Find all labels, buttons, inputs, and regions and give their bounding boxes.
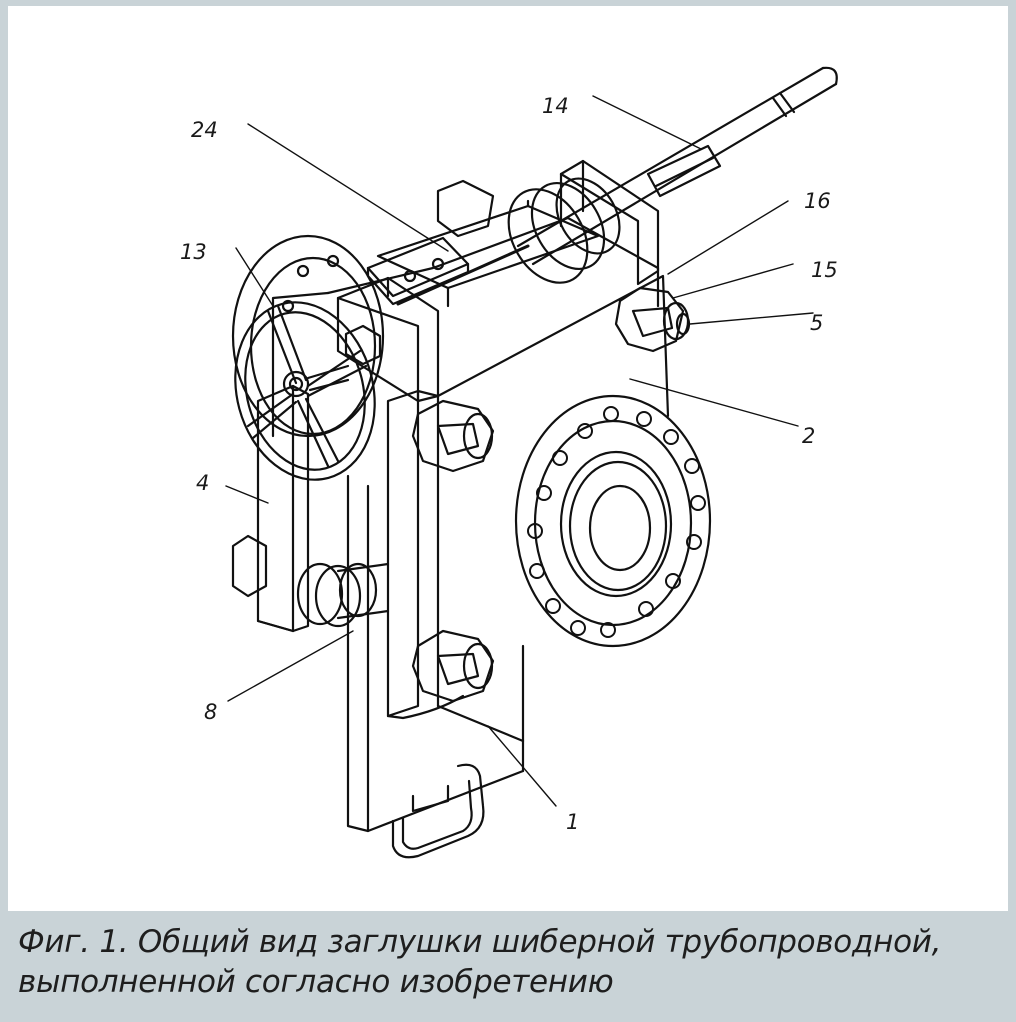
gate-plate-1	[346, 474, 525, 859]
leader-lines	[225, 95, 814, 807]
label-24: 24	[191, 118, 218, 142]
nut-lower-left	[411, 629, 495, 703]
front-flange	[514, 394, 712, 648]
label-16: 16	[804, 189, 831, 213]
handwheel-13	[234, 301, 376, 481]
support-post-4	[231, 384, 310, 633]
callout-labels: 24 14 16 13 15 5 2 4 8 1	[180, 94, 838, 834]
figure-caption: Фиг. 1. Общий вид заглушки шиберной труб…	[18, 922, 1008, 1002]
cover-plate-24	[366, 236, 530, 306]
label-2: 2	[802, 424, 815, 448]
lower-shaft-8	[296, 562, 390, 628]
label-8: 8	[204, 700, 217, 724]
label-5: 5	[810, 311, 823, 335]
label-13: 13	[180, 240, 207, 264]
caption-line-1: Фиг. 1. Общий вид заглушки шиберной труб…	[18, 924, 942, 960]
drive-housing	[376, 66, 838, 308]
nut-upper-right-15	[614, 286, 691, 353]
label-14: 14	[542, 94, 569, 118]
flange-bolt-holes	[527, 406, 706, 638]
label-15: 15	[811, 258, 838, 282]
main-plate-2	[436, 274, 670, 743]
top-crossbar	[336, 276, 440, 403]
caption-line-2: выполненной согласно изобретению	[18, 964, 614, 1000]
drawing-panel: 24 14 16 13 15 5 2 4 8 1	[8, 6, 1008, 911]
nut-upper-left	[411, 399, 495, 473]
label-4: 4	[196, 471, 209, 495]
gate-valve-drawing: 24 14 16 13 15 5 2 4 8 1	[180, 66, 838, 859]
label-1: 1	[566, 810, 579, 834]
